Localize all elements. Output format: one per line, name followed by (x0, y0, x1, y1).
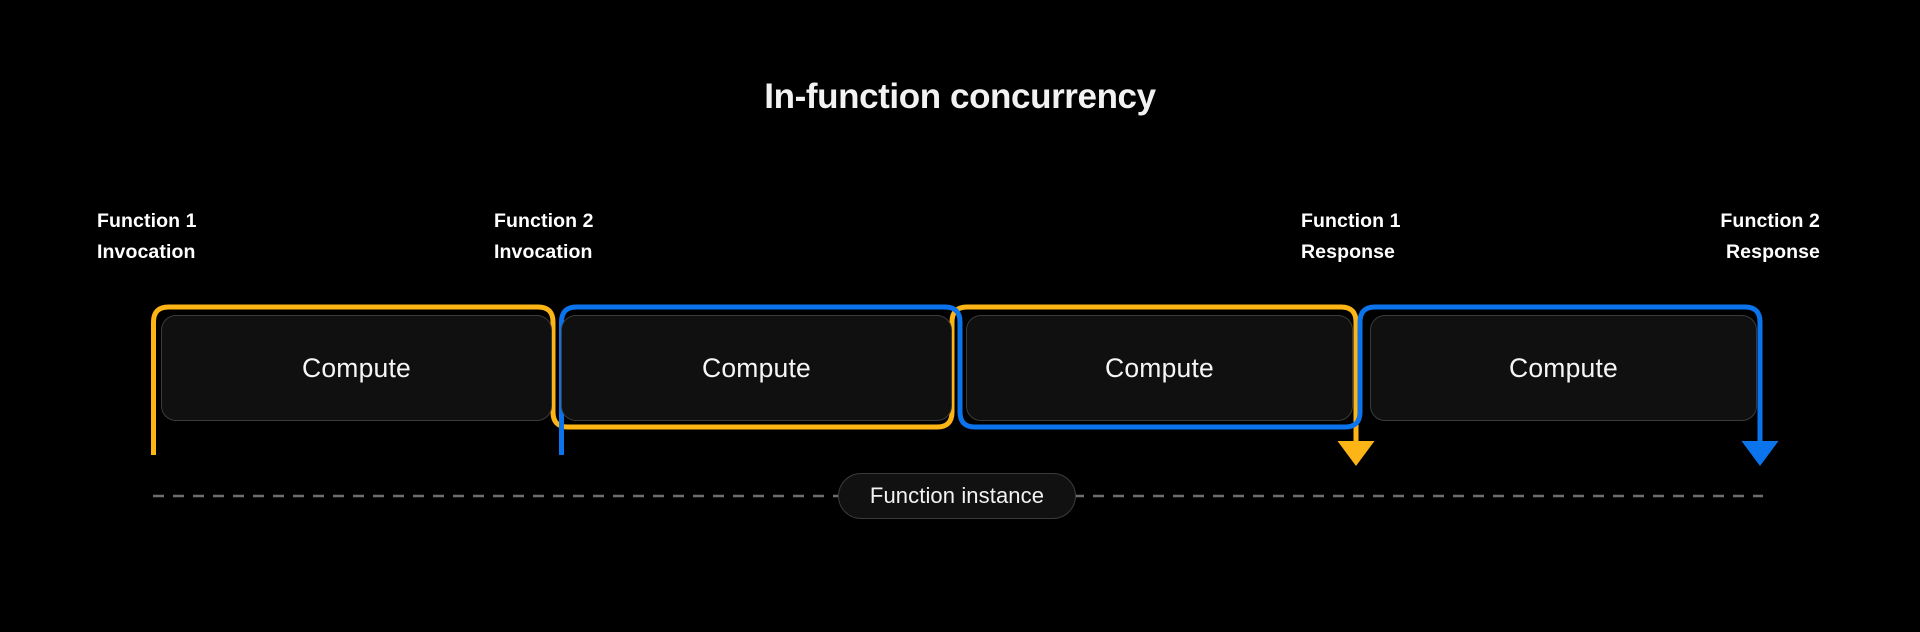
function-1-response-arrow-icon (1337, 441, 1375, 466)
label-line-1: Function 1 (1301, 210, 1401, 232)
label-function-2-invocation: Function 2 Invocation (494, 206, 594, 268)
compute-box-label: Compute (302, 352, 411, 383)
label-function-1-invocation: Function 1 Invocation (97, 206, 197, 268)
label-line-1: Function 1 (97, 210, 197, 232)
label-line-2: Invocation (494, 241, 593, 263)
compute-box: Compute (966, 315, 1353, 421)
compute-box: Compute (561, 315, 952, 421)
compute-box-label: Compute (1105, 352, 1214, 383)
compute-box: Compute (1370, 315, 1757, 421)
label-line-2: Invocation (97, 241, 196, 263)
label-line-1: Function 2 (494, 210, 594, 232)
label-function-1-response: Function 1 Response (1301, 206, 1401, 268)
label-line-2: Response (1301, 241, 1395, 263)
function-instance-pill: Function instance (838, 473, 1076, 519)
page-title: In-function concurrency (764, 77, 1156, 116)
label-line-2: Response (1726, 241, 1820, 263)
compute-box-label: Compute (702, 352, 811, 383)
function-instance-label: Function instance (869, 483, 1045, 508)
compute-box-label: Compute (1509, 352, 1618, 383)
label-line-1: Function 2 (1720, 210, 1820, 232)
label-function-2-response: Function 2 Response (1720, 206, 1820, 268)
compute-box: Compute (161, 315, 552, 421)
function-2-response-arrow-icon (1741, 441, 1779, 466)
